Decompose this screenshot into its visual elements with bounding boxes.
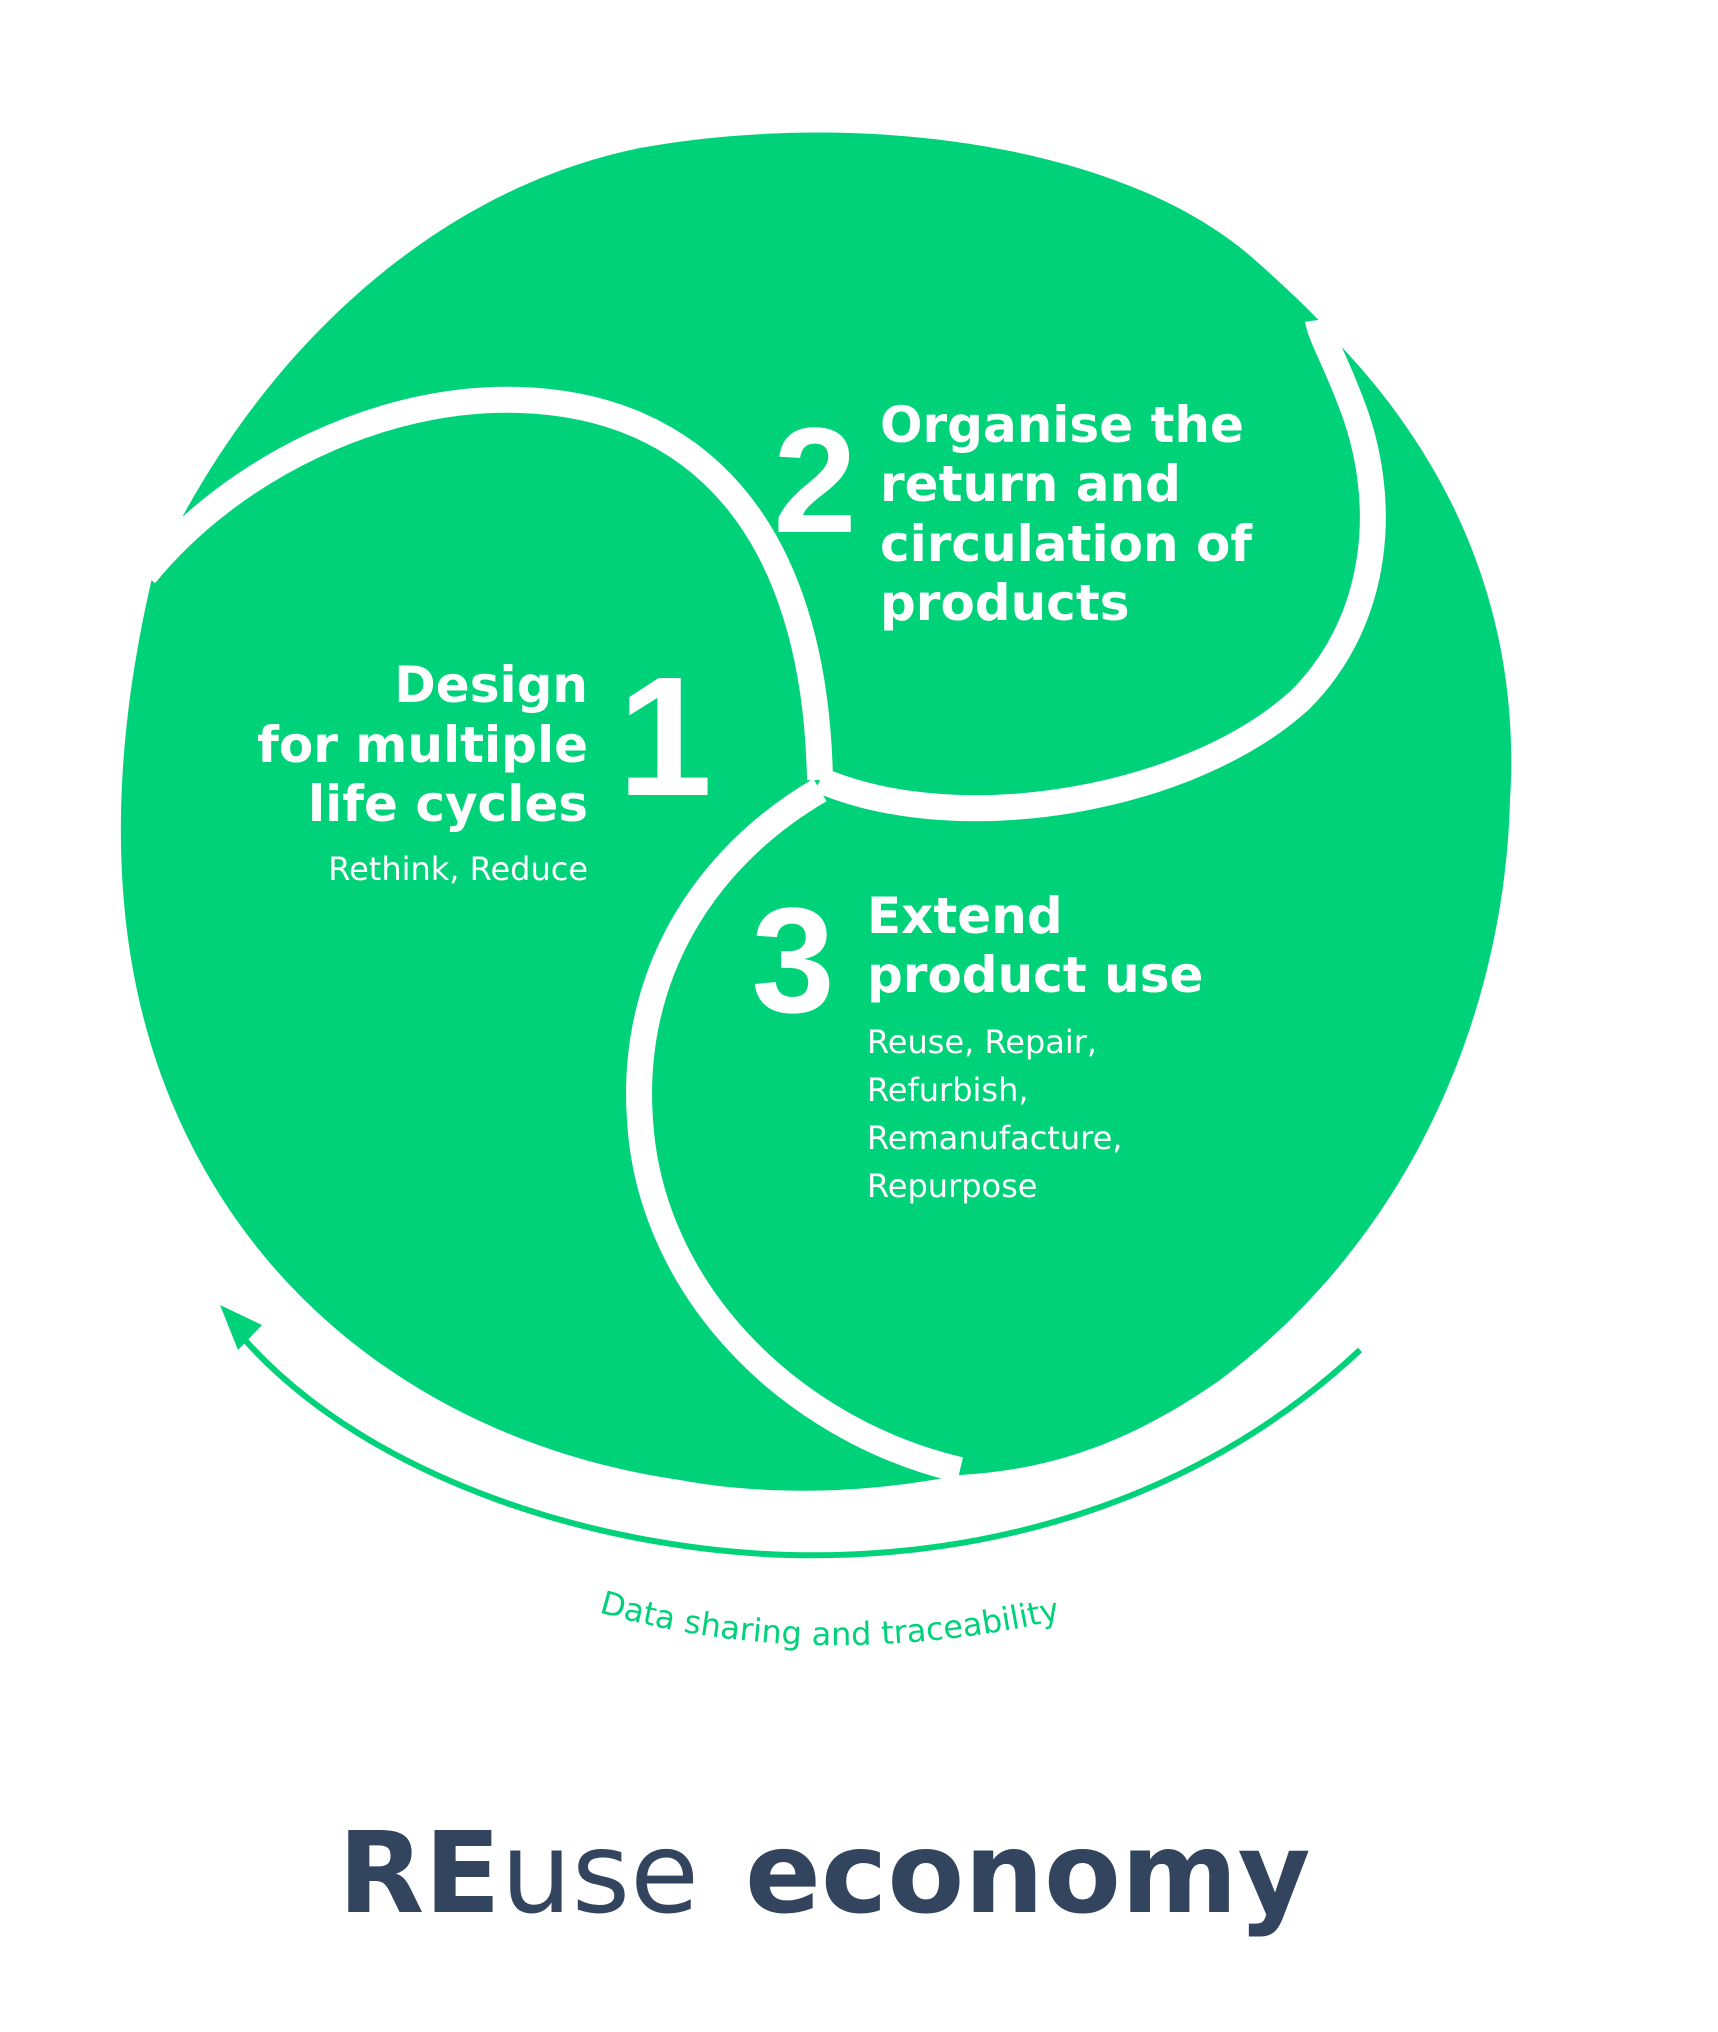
- reuse-economy-logo: REuse economy: [338, 1809, 1311, 1939]
- step-number-3: 3: [751, 876, 834, 1044]
- step-title-1-line-1: Design: [394, 656, 588, 714]
- cycle-caption: Data sharing and traceability: [597, 1583, 1063, 1653]
- logo-re: RE: [338, 1809, 501, 1939]
- logo-use: use: [501, 1809, 699, 1939]
- step-number-1: 1: [618, 642, 713, 832]
- divider-circle-3: [626, 778, 963, 1483]
- step-1: 1 Design for multiple life cycles Rethin…: [257, 642, 712, 888]
- step-subtitle-1-line-1: Rethink, Reduce: [328, 850, 588, 888]
- step-title-2-line-4: products: [880, 574, 1130, 632]
- step-title-3-line-2: product use: [867, 946, 1203, 1004]
- step-title-2-line-1: Organise the: [880, 396, 1244, 454]
- step-subtitle-3-line-3: Remanufacture,: [867, 1119, 1122, 1157]
- logo-wordmark: REuse economy: [338, 1809, 1311, 1939]
- step-2: 2 Organise the return and circulation of…: [773, 396, 1253, 632]
- step-subtitle-3-line-4: Repurpose: [867, 1167, 1037, 1205]
- step-number-2: 2: [773, 396, 856, 564]
- divider-circle-1: [134, 386, 833, 781]
- divider-circle-2: [814, 317, 1386, 822]
- cycle-caption-text: Data sharing and traceability: [597, 1583, 1063, 1653]
- step-title-1-line-2: for multiple: [257, 716, 588, 774]
- step-3: 3 Extend product use Reuse, Repair, Refu…: [751, 876, 1203, 1205]
- step-subtitle-3-line-1: Reuse, Repair,: [867, 1023, 1097, 1061]
- green-circle: [120, 132, 1512, 1491]
- step-title-1-line-3: life cycles: [308, 775, 588, 833]
- cycle-arrow: [242, 1338, 1363, 1559]
- arrow-head-icon: [220, 1305, 262, 1350]
- step-title-2-line-2: return and: [880, 455, 1181, 513]
- step-title-3-line-1: Extend: [867, 887, 1063, 945]
- step-subtitle-3-line-2: Refurbish,: [867, 1071, 1029, 1109]
- logo-economy: economy: [745, 1809, 1311, 1939]
- step-title-2-line-3: circulation of: [880, 515, 1253, 573]
